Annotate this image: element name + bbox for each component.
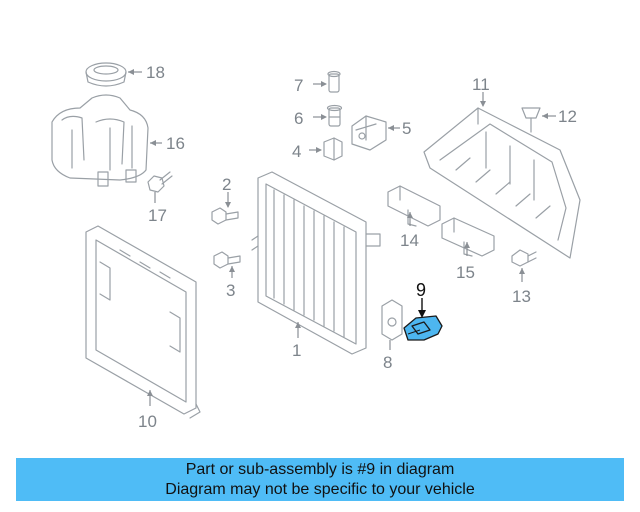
callout-9: 9 (416, 280, 426, 300)
callout-6: 6 (294, 109, 303, 128)
banner-line-2: Diagram may not be specific to your vehi… (165, 481, 475, 498)
part-13-bolt[interactable] (511, 249, 537, 267)
callout-16: 16 (166, 134, 185, 153)
part-15-bracket[interactable] (441, 217, 495, 257)
info-banner: Part or sub-assembly is #9 in diagram Di… (16, 458, 624, 501)
part-2-bolt[interactable] (211, 207, 239, 225)
part-9-highlighted[interactable] (403, 315, 443, 341)
callout-18: 18 (146, 63, 165, 82)
part-16-expansion-tank[interactable] (51, 94, 149, 187)
part-11-shroud[interactable] (423, 107, 581, 259)
part-17-bolt[interactable] (147, 171, 173, 193)
part-18-cap[interactable] (85, 62, 127, 87)
part-5-bracket[interactable] (351, 115, 387, 151)
callout-15: 15 (456, 263, 475, 282)
callout-3: 3 (226, 281, 235, 300)
part-12-clip[interactable] (521, 107, 541, 133)
part-3-bolt[interactable] (213, 251, 241, 269)
part-1-radiator[interactable] (251, 171, 381, 355)
part-14-bracket[interactable] (387, 185, 441, 227)
callout-11: 11 (472, 75, 490, 94)
part-10-frame[interactable] (85, 225, 201, 419)
callout-4: 4 (292, 142, 301, 161)
banner-line-1: Part or sub-assembly is #9 in diagram (185, 461, 455, 478)
callout-8: 8 (383, 353, 392, 372)
callout-12: 12 (558, 107, 577, 126)
part-8-bracket[interactable] (381, 299, 403, 341)
callout-1: 1 (292, 341, 301, 360)
callout-7: 7 (294, 76, 303, 95)
part-4[interactable] (323, 137, 343, 161)
parts-diagram: 18 16 17 7 6 4 (51, 62, 581, 431)
callout-2: 2 (222, 175, 231, 194)
part-6[interactable] (326, 104, 343, 127)
callout-13: 13 (512, 287, 531, 306)
callout-10: 10 (138, 412, 157, 431)
callout-14: 14 (400, 231, 419, 250)
callout-17: 17 (148, 206, 167, 225)
part-7[interactable] (327, 70, 341, 93)
callout-5: 5 (402, 119, 411, 138)
